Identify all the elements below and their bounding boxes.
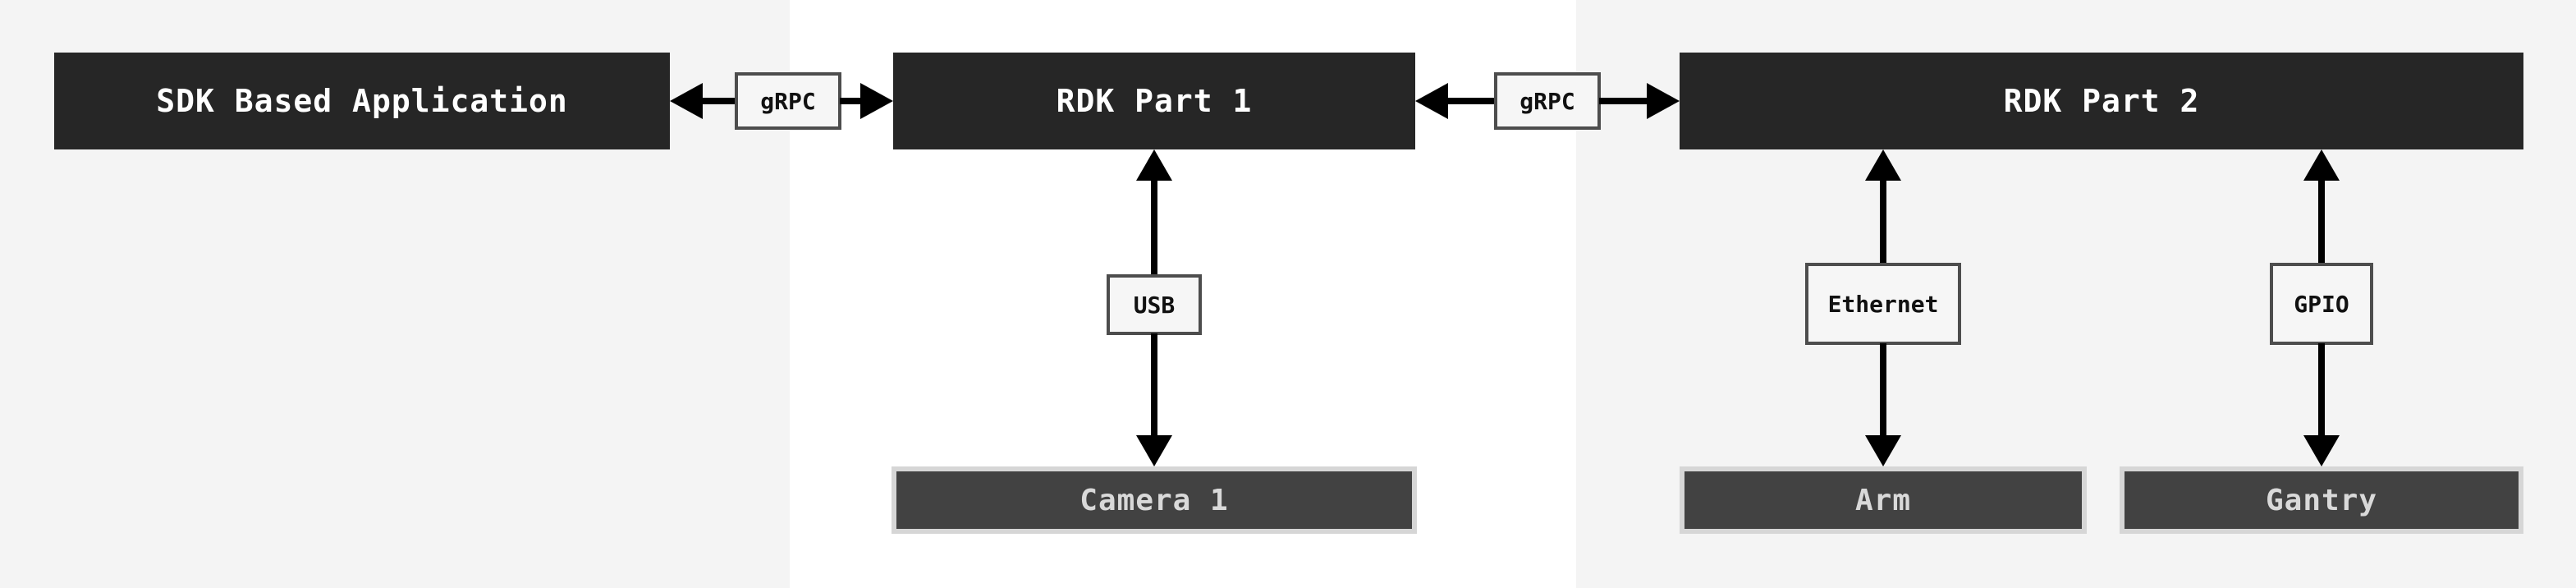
edge-label-grpc-sdk-rdk1: gRPC <box>735 72 841 130</box>
arrowhead-up-icon <box>2303 149 2340 181</box>
node-rdk-part-2: RDK Part 2 <box>1680 53 2523 149</box>
edge-label-grpc-rdk1-rdk2: gRPC <box>1494 72 1601 130</box>
arrowhead-right-icon <box>1647 83 1680 119</box>
arrowhead-left-icon <box>670 83 703 119</box>
node-rdk-part-1: RDK Part 1 <box>893 53 1415 149</box>
arrowhead-up-icon <box>1136 149 1172 181</box>
arrow-shaft <box>2318 343 2325 437</box>
arrow-shaft <box>1151 333 1157 437</box>
arrowhead-left-icon <box>1415 83 1448 119</box>
arrowhead-up-icon <box>1865 149 1901 181</box>
node-gantry: Gantry <box>2120 466 2523 534</box>
arrowhead-down-icon <box>1136 435 1172 466</box>
edge-label-gpio: GPIO <box>2270 263 2373 345</box>
arrowhead-down-icon <box>1865 435 1901 466</box>
node-camera-1: Camera 1 <box>892 466 1417 534</box>
arrowhead-down-icon <box>2303 435 2340 466</box>
arrow-shaft <box>1151 179 1157 276</box>
arrow-shaft <box>699 98 738 104</box>
arrow-shaft <box>1599 98 1648 104</box>
arrow-shaft <box>840 98 864 104</box>
edge-label-ethernet: Ethernet <box>1805 263 1961 345</box>
arrow-shaft <box>1880 343 1886 437</box>
edge-label-usb: USB <box>1107 274 1202 335</box>
node-sdk-based-application: SDK Based Application <box>54 53 670 149</box>
arrow-shaft <box>1880 179 1886 264</box>
arrowhead-right-icon <box>860 83 893 119</box>
node-arm: Arm <box>1680 466 2087 534</box>
arrow-shaft <box>2318 179 2325 264</box>
arrow-shaft <box>1445 98 1496 104</box>
